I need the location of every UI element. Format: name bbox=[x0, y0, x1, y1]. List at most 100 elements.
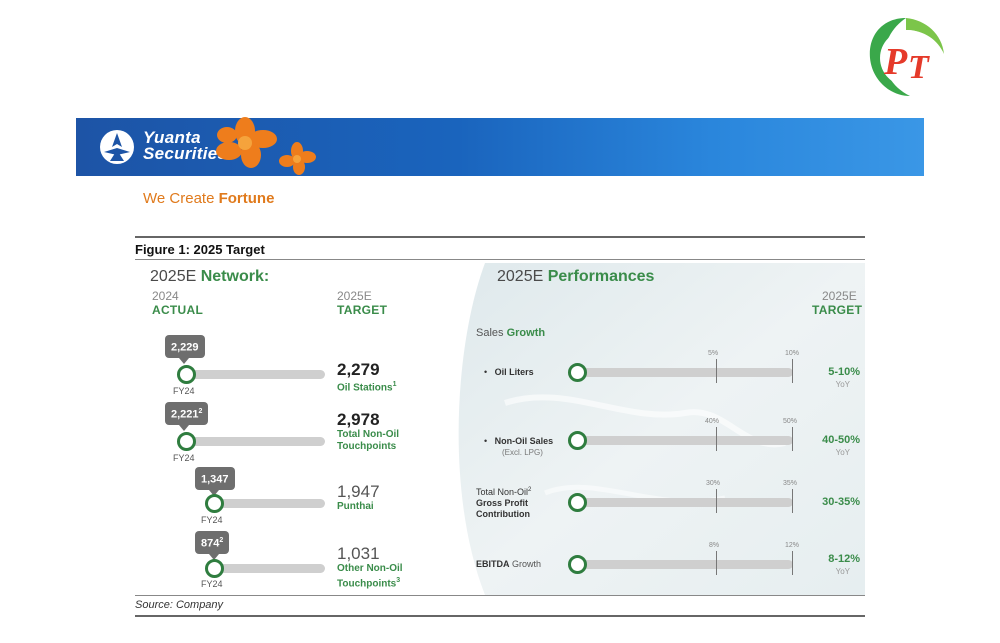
actual-marker bbox=[177, 365, 196, 384]
label-sub: (Excl. LPG) bbox=[502, 448, 543, 457]
sales-growth-bold: Growth bbox=[506, 327, 546, 339]
orange-flowers-icon bbox=[216, 117, 316, 175]
actual-footnote: 2 bbox=[219, 537, 224, 544]
performance-marker bbox=[568, 493, 587, 512]
tick-low bbox=[716, 489, 717, 513]
actual-value: 2,229 bbox=[171, 341, 199, 354]
network-heading-plain: 2025E bbox=[150, 268, 201, 285]
network-row: 1,347 bbox=[195, 467, 235, 496]
bubble-tail bbox=[179, 357, 189, 364]
network-track bbox=[208, 564, 325, 573]
label-bold: Non-Oil Sales bbox=[494, 436, 554, 446]
network-row: 8742 bbox=[195, 531, 230, 560]
target-label-text: Punthai bbox=[337, 501, 374, 513]
tick-low-label: 30% bbox=[706, 480, 721, 487]
network-track bbox=[180, 370, 325, 379]
label-bold: Oil Liters bbox=[494, 367, 534, 377]
network-row: 2,2212 bbox=[165, 402, 209, 431]
performance-label: EBITDA Growth bbox=[476, 559, 541, 570]
label-bold: EBITDA bbox=[476, 559, 510, 569]
performance-marker bbox=[568, 431, 587, 450]
actual-marker bbox=[205, 494, 224, 513]
actual-marker bbox=[205, 559, 224, 578]
performance-track bbox=[578, 436, 793, 445]
figure-bottom-rule bbox=[135, 595, 865, 596]
fy-label: FY24 bbox=[173, 453, 195, 463]
yuanta-emblem-icon bbox=[100, 130, 134, 164]
tick-high bbox=[792, 551, 793, 575]
figure-title: Figure 1: 2025 Target bbox=[135, 242, 265, 257]
label-footnote: 3 bbox=[396, 577, 401, 584]
bullet: • bbox=[484, 367, 488, 377]
tick-high-label: 35% bbox=[783, 480, 798, 487]
fy-label: FY24 bbox=[201, 515, 223, 525]
tagline-prefix: We Create bbox=[143, 190, 219, 207]
tick-high bbox=[792, 359, 793, 383]
performance-target-label: TARGET bbox=[812, 303, 863, 317]
figure-source: Source: Company bbox=[135, 599, 224, 611]
sales-growth-plain: Sales bbox=[476, 327, 507, 339]
actual-bubble: 8742 bbox=[195, 531, 230, 554]
actual-bubble: 2,2212 bbox=[165, 402, 209, 425]
label-rest: Growth bbox=[509, 559, 542, 569]
fy-label: FY24 bbox=[201, 579, 223, 589]
performance-track bbox=[578, 560, 793, 569]
performance-heading: 2025E Performances bbox=[497, 268, 654, 286]
actual-bubble: 2,229 bbox=[165, 335, 205, 358]
label-line: Oil Stations bbox=[337, 382, 393, 394]
brand-line-1: Yuanta bbox=[143, 128, 201, 147]
target-value: 1,031 bbox=[337, 544, 380, 563]
figure-top-rule bbox=[135, 236, 865, 238]
tick-high bbox=[792, 427, 793, 451]
tick-low bbox=[716, 427, 717, 451]
tick-low-label: 40% bbox=[705, 418, 720, 425]
tick-high-label: 50% bbox=[783, 418, 798, 425]
performance-target: 8-12% bbox=[828, 553, 860, 565]
performance-target: 30-35% bbox=[822, 496, 860, 508]
target-year: 2025E bbox=[337, 289, 372, 303]
fy-label: FY24 bbox=[173, 386, 195, 396]
pt-logo-icon: P T bbox=[869, 18, 944, 96]
performance-label: • Oil Liters bbox=[484, 367, 534, 378]
yoy-label: YoY bbox=[835, 380, 850, 389]
label-bold: Gross Profit bbox=[476, 498, 529, 508]
label-line: Other Non-Oil bbox=[337, 563, 403, 574]
bubble-tail bbox=[209, 553, 219, 560]
tick-low bbox=[716, 359, 717, 383]
actual-marker bbox=[177, 432, 196, 451]
actual-value: 874 bbox=[201, 537, 220, 550]
performance-track bbox=[578, 368, 793, 377]
actual-value: 1,347 bbox=[201, 473, 229, 486]
performance-target: 40-50% bbox=[822, 434, 860, 446]
yoy-label: YoY bbox=[835, 448, 850, 457]
tick-low-label: 5% bbox=[708, 350, 719, 357]
bullet: • bbox=[484, 436, 488, 446]
tagline: We Create Fortune bbox=[143, 190, 274, 207]
bubble-tail bbox=[179, 424, 189, 431]
label-footnote: 2 bbox=[528, 487, 532, 493]
actual-footnote: 2 bbox=[198, 408, 203, 415]
tagline-bold: Fortune bbox=[218, 190, 275, 207]
network-heading: 2025E Network: bbox=[150, 268, 269, 286]
svg-text:P: P bbox=[883, 41, 908, 83]
bubble-tail bbox=[209, 489, 219, 496]
tick-high bbox=[792, 489, 793, 513]
label-line: Total Non-Oil bbox=[337, 429, 400, 440]
network-row: 2,229 bbox=[165, 335, 205, 364]
target-value: 2,978 bbox=[337, 410, 380, 429]
performance-marker bbox=[568, 555, 587, 574]
brand-line-2: Securities bbox=[143, 144, 228, 163]
label-line-3: Contribution bbox=[476, 509, 530, 519]
label-line-1: Total Non-Oil bbox=[476, 487, 529, 497]
label-line-2: Touchpoints bbox=[337, 441, 397, 452]
performance-marker bbox=[568, 363, 587, 382]
sales-growth-heading: Sales Growth bbox=[476, 327, 545, 339]
tick-low bbox=[716, 551, 717, 575]
target-value: 2,279 bbox=[337, 360, 380, 379]
performance-heading-plain: 2025E bbox=[497, 268, 548, 285]
actual-label: ACTUAL bbox=[152, 303, 204, 317]
actual-value: 2,221 bbox=[171, 408, 199, 421]
